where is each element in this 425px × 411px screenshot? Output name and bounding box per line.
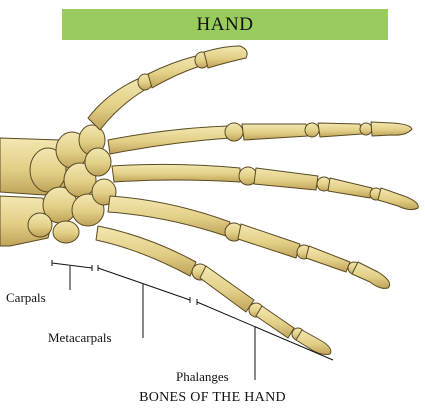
index-finger-bones bbox=[108, 122, 412, 154]
figure-caption: BONES OF THE HAND bbox=[0, 390, 425, 406]
carpals-label: Carpals bbox=[6, 290, 46, 306]
carpals-bracket bbox=[52, 260, 92, 290]
phalanges-label: Phalanges bbox=[176, 369, 229, 385]
metacarpals-label: Metacarpals bbox=[48, 330, 112, 346]
thumb-bones bbox=[88, 46, 247, 130]
label-leader-lines bbox=[52, 260, 333, 380]
metacarpals-bracket bbox=[98, 265, 190, 338]
